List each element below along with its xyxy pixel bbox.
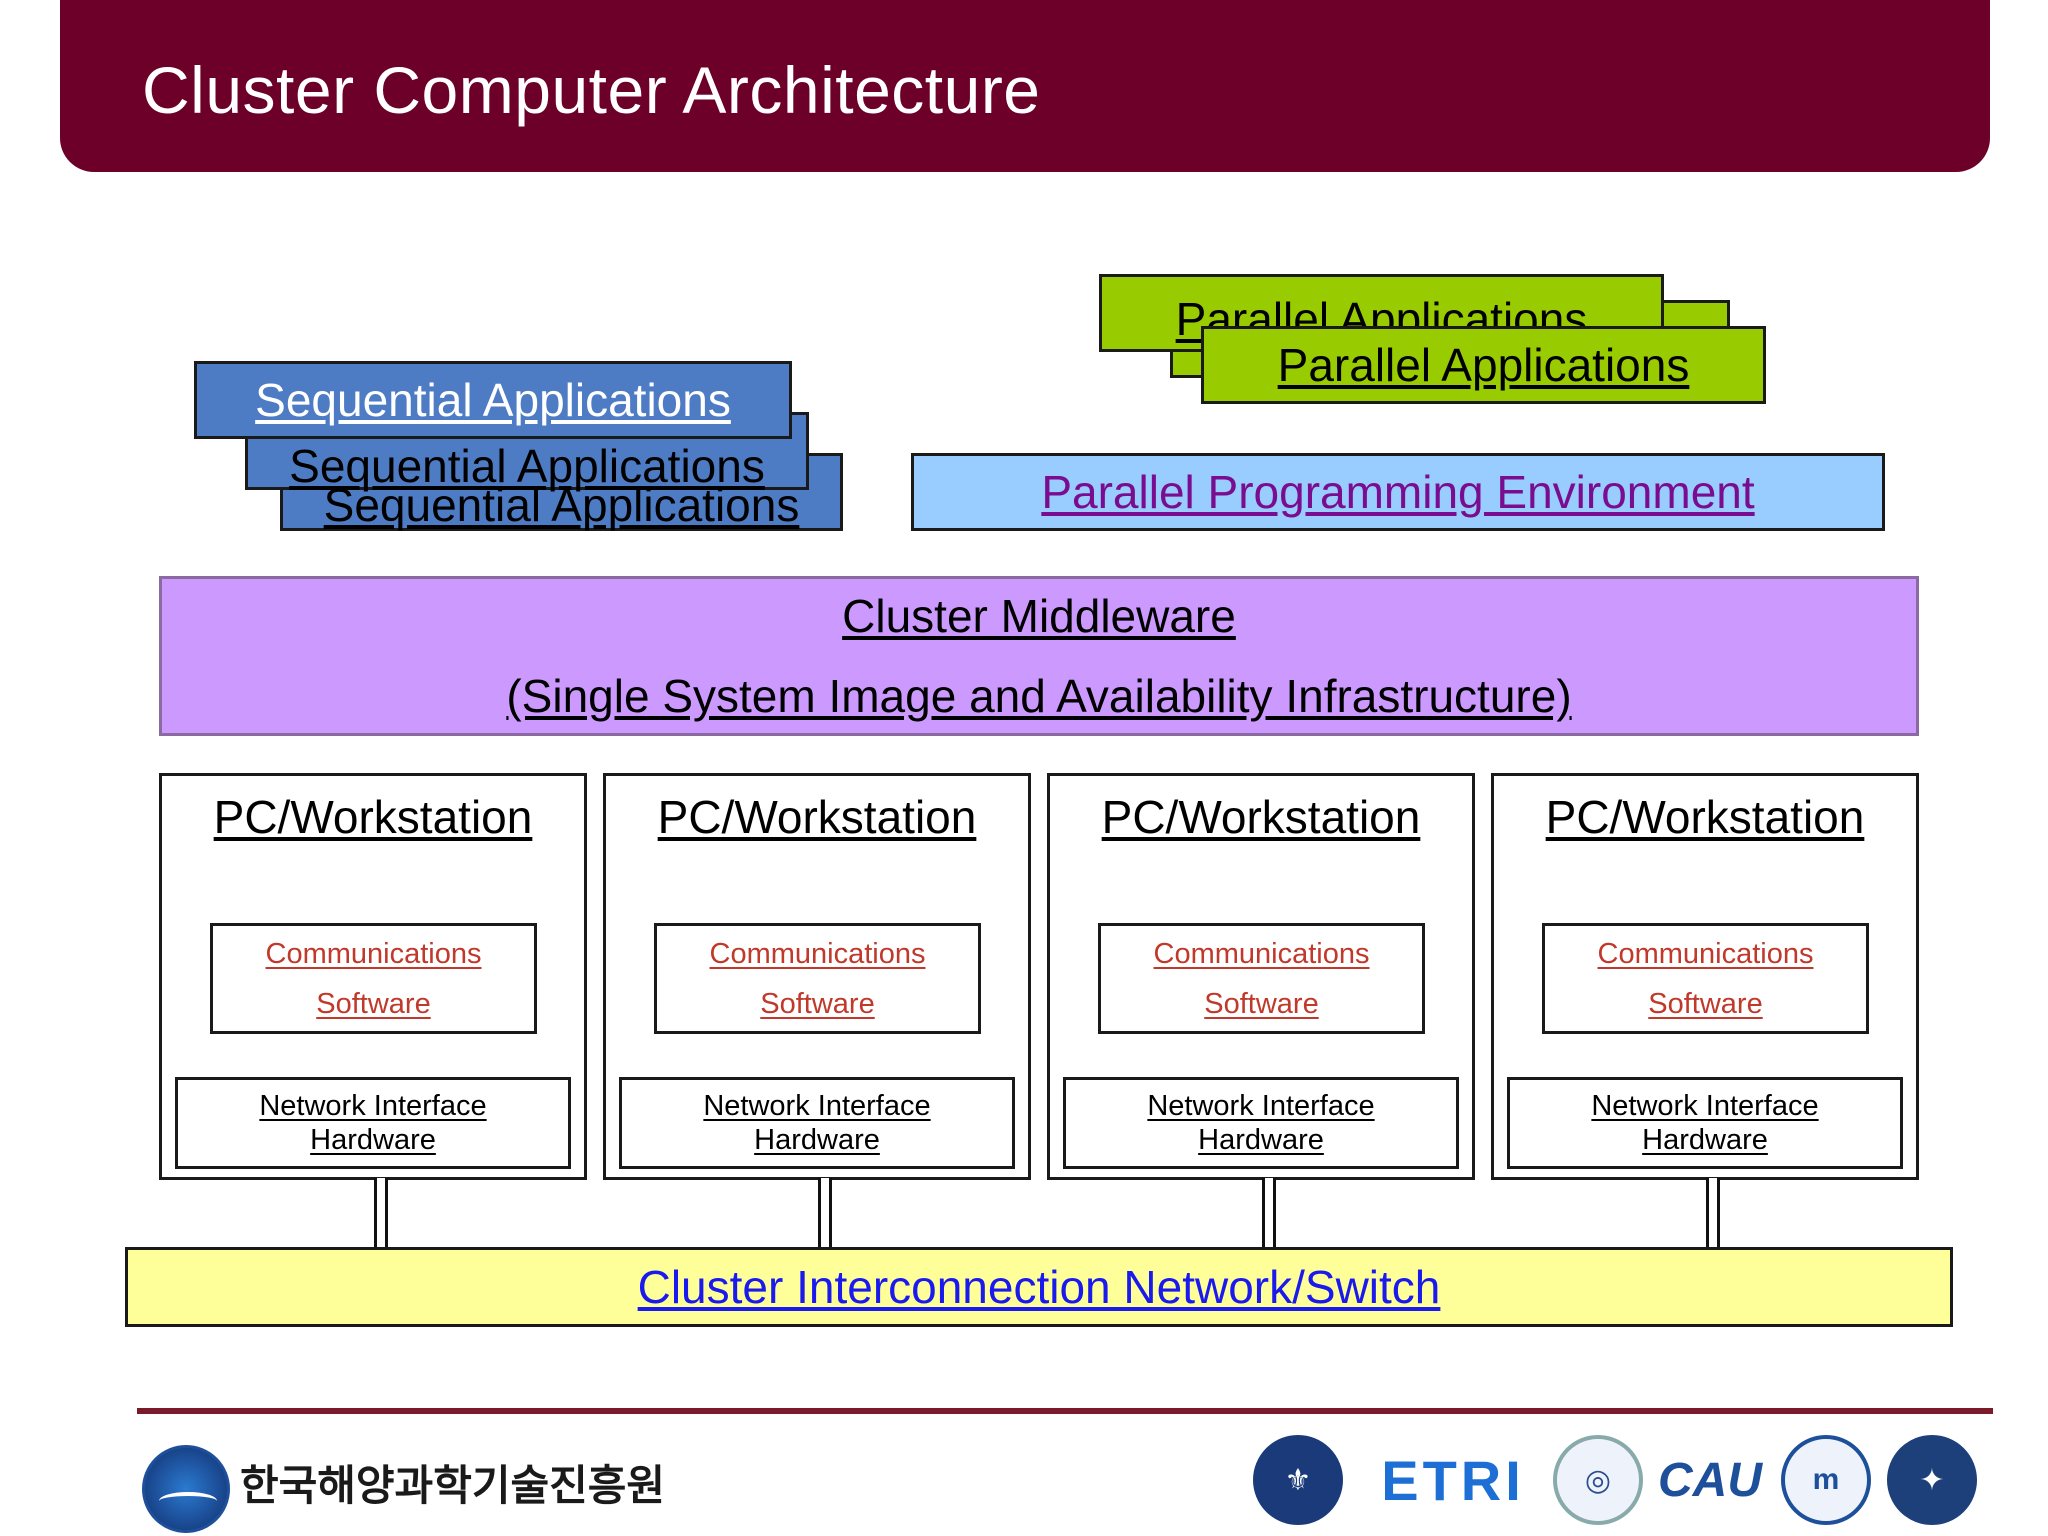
nic-label-line1: Network Interface — [259, 1090, 487, 1122]
network-interface-hardware-box: Network Interface Hardware — [1063, 1077, 1459, 1169]
nic-label-line1: Network Interface — [1147, 1090, 1375, 1122]
parallel-applications-front: Parallel Applications — [1201, 326, 1766, 404]
nic-label-line2: Hardware — [1198, 1124, 1324, 1156]
cluster-interconnection-network: Cluster Interconnection Network/Switch — [125, 1247, 1953, 1327]
sequential-applications-front: Sequential Applications — [194, 361, 792, 439]
cluster-middleware: Cluster Middleware (Single System Image … — [159, 576, 1919, 736]
network-interface-hardware-box: Network Interface Hardware — [1507, 1077, 1903, 1169]
parallel-programming-environment-label: Parallel Programming Environment — [1041, 466, 1755, 518]
communications-software-box: Communications Software — [654, 923, 981, 1034]
title-bar: Cluster Computer Architecture — [60, 0, 1990, 172]
cau-logo: CAU — [1658, 1432, 1762, 1528]
network-interface-hardware-box: Network Interface Hardware — [175, 1077, 571, 1169]
comm-label-line2: Software — [316, 987, 431, 1020]
comm-label-line1: Communications — [265, 937, 482, 970]
nic-label-line1: Network Interface — [1591, 1090, 1819, 1122]
network-interface-hardware-box: Network Interface Hardware — [619, 1077, 1015, 1169]
node-title: PC/Workstation — [657, 791, 977, 843]
nic-label-line2: Hardware — [310, 1124, 436, 1156]
parallel-applications-label: Parallel Applications — [1277, 339, 1690, 391]
slide-title: Cluster Computer Architecture — [142, 53, 1041, 127]
university-logo: m — [1778, 1432, 1874, 1528]
node-title: PC/Workstation — [1101, 791, 1421, 843]
node-network-connector — [374, 1178, 388, 1248]
comm-label-line2: Software — [1648, 987, 1763, 1020]
nic-label-line2: Hardware — [754, 1124, 880, 1156]
nic-label-line2: Hardware — [1642, 1124, 1768, 1156]
parallel-programming-environment: Parallel Programming Environment — [911, 453, 1885, 531]
network-label: Cluster Interconnection Network/Switch — [637, 1261, 1441, 1313]
node-network-connector — [818, 1178, 832, 1248]
node-network-connector — [1706, 1178, 1720, 1248]
organization-name: 한국해양과학기술진흥원 — [240, 1461, 666, 1510]
inha-university-logo: ◎ — [1550, 1432, 1646, 1528]
comm-label-line1: Communications — [1153, 937, 1370, 970]
node-title: PC/Workstation — [1545, 791, 1865, 843]
comm-label-line2: Software — [760, 987, 875, 1020]
etri-logo-text: ETRI — [1381, 1448, 1525, 1512]
comm-label-line2: Software — [1204, 987, 1319, 1020]
middleware-title: Cluster Middleware — [842, 590, 1236, 642]
nic-label-line1: Network Interface — [703, 1090, 931, 1122]
kimst-logo — [142, 1445, 230, 1533]
communications-software-box: Communications Software — [1098, 923, 1425, 1034]
communications-software-box: Communications Software — [210, 923, 537, 1034]
cau-logo-text: CAU — [1658, 1453, 1762, 1507]
sequential-applications-label: Sequential Applications — [289, 440, 765, 492]
comm-label-line1: Communications — [1597, 937, 1814, 970]
korea-maritime-university-logo: ✦ — [1884, 1432, 1980, 1528]
etri-logo: ETRI — [1368, 1432, 1538, 1528]
middleware-subtitle: (Single System Image and Availability In… — [506, 670, 1572, 722]
sequential-applications-label: Sequential Applications — [255, 374, 731, 426]
communications-software-box: Communications Software — [1542, 923, 1869, 1034]
seoul-national-university-logo: ⚜ — [1248, 1432, 1348, 1528]
comm-label-line1: Communications — [709, 937, 926, 970]
node-network-connector — [1262, 1178, 1276, 1248]
node-title: PC/Workstation — [213, 791, 533, 843]
footer-divider — [137, 1408, 1993, 1414]
